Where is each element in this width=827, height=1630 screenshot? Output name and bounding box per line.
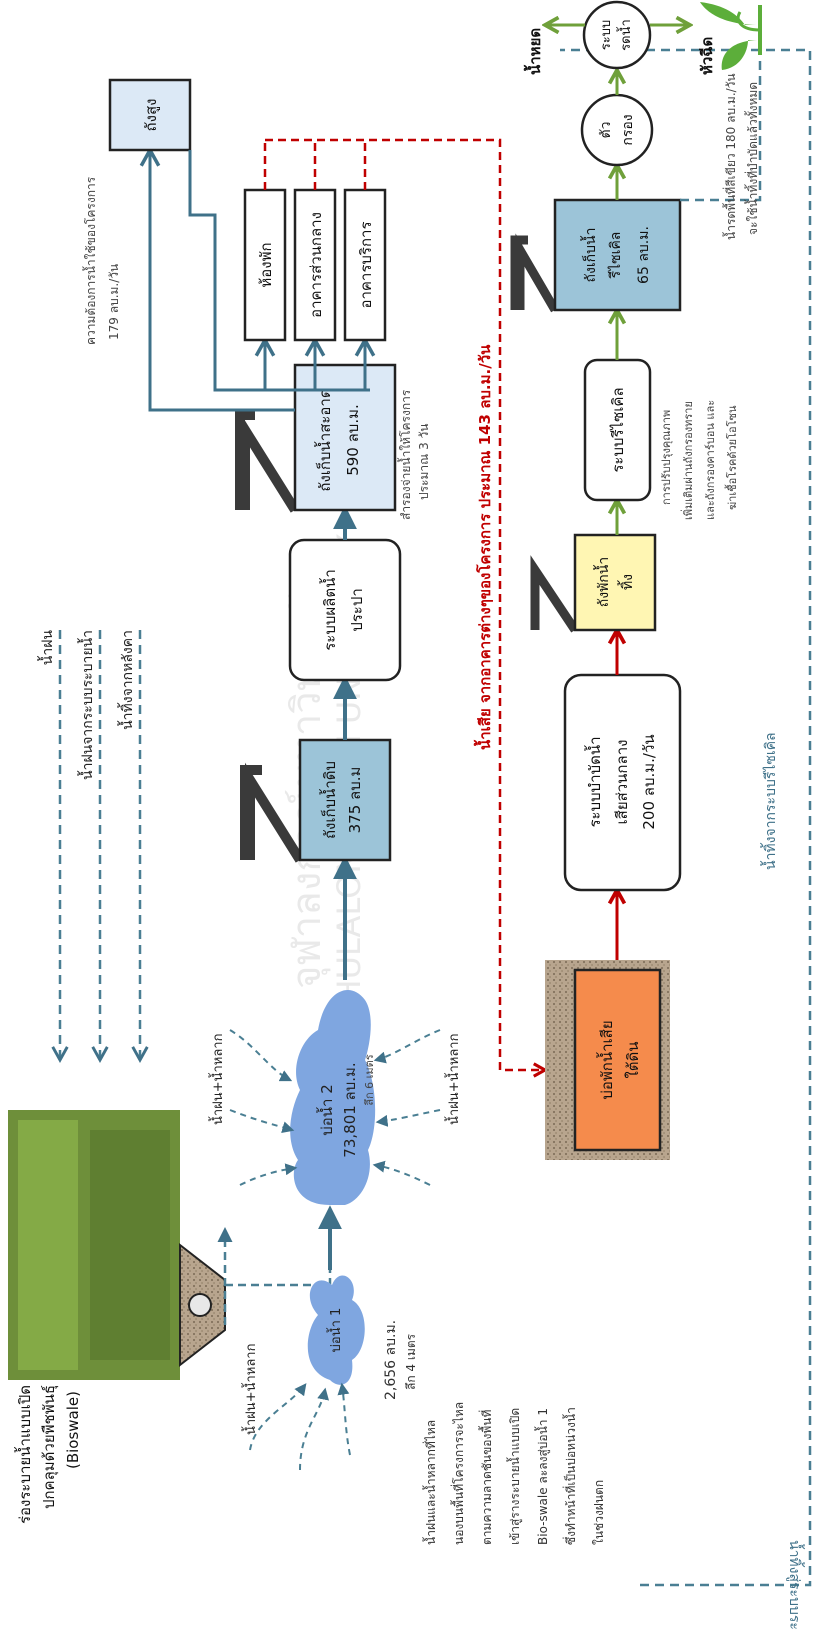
treatment-line3: 200 ลบ.ม./วัน xyxy=(640,734,658,829)
clean-water-tank: ถังเก็บน้ำสะอาด 590 ลบ.ม. สำรองจ่ายน้ำให… xyxy=(235,363,431,520)
overflow-bottom-label: น้ำทิ้งสู่ระบบระบายน้ำ xyxy=(786,1540,805,1630)
clean-tank-roof xyxy=(240,412,300,513)
pond1-runoff-label: น้ำฝน+น้ำหลาก xyxy=(241,1344,259,1435)
bioswale-to-pond2 xyxy=(225,1207,338,1287)
svg-text:เข้าสู่รางระบายน้ำแบบเปิด: เข้าสู่รางระบายน้ำแบบเปิด xyxy=(506,1408,523,1545)
svg-text:น้ำฝนและน้ำหลากที่ไหล: น้ำฝนและน้ำหลากที่ไหล xyxy=(422,1420,438,1545)
svg-text:ตามความลาดชันของพื้นที่: ตามความลาดชันของพื้นที่ xyxy=(478,1410,494,1545)
input-rain-drain-label: น้ำฝนจากระบบระบายน้ำ xyxy=(77,630,96,780)
filter-line2: กรอง xyxy=(620,114,636,145)
green-note-line2: จะใช้น้ำทิ้งที่บำบัดแล้วทั้งหมด xyxy=(744,82,760,235)
recycle-tank-line1: ถังเก็บน้ำ xyxy=(580,228,599,283)
recycle-note: การปรับปรุงคุณภาพ เพิ่มเติมผ่านถังกรองทร… xyxy=(660,400,739,520)
pit-line2: ใต้ดิน xyxy=(624,1041,642,1078)
svg-text:และถังกรองคาร์บอน และ: และถังกรองคาร์บอน และ xyxy=(704,400,717,520)
pond1-shape xyxy=(307,1275,365,1385)
pond1: บ่อน้ำ 1 2,656 ลบ.ม. ลึก 4 เมตร น้ำฝนและ… xyxy=(241,1275,606,1545)
bioswale-title-line2: ปกคลุมด้วยพืชพันธุ์ xyxy=(40,1385,59,1509)
building-service-label: อาคารบริการ xyxy=(357,221,375,308)
pipe-icon xyxy=(188,1293,212,1317)
raw-water-tank: ถังเก็บน้ำดิบ 375 ลบ.ม xyxy=(240,738,392,863)
raw-tank-name: ถังเก็บน้ำดิบ xyxy=(319,761,339,839)
treatment-line2: เสียส่วนกลาง xyxy=(613,740,631,825)
building-central-label: อาคารส่วนกลาง xyxy=(307,212,325,318)
clean-tank-note1: สำรองจ่ายน้ำให้โครงการ xyxy=(397,389,413,520)
underground-pit: บ่อพักน้ำเสีย ใต้ดิน xyxy=(545,960,670,1160)
pond1-volume: 2,656 ลบ.ม. xyxy=(383,1320,399,1400)
svg-text:ในช่วงฝนตก: ในช่วงฝนตก xyxy=(592,1480,606,1545)
bioswale: ร่องระบายน้ำแบบเปิด ปกคลุมด้วยพืชพันธุ์ … xyxy=(8,1110,226,1524)
demand-line2: 179 ลบ.ม./วัน xyxy=(107,264,121,340)
plant-icon xyxy=(700,2,762,70)
effluent-line1: ถังพักน้ำ xyxy=(593,557,612,607)
effluent-roof xyxy=(530,555,579,633)
pond2-depth: ลึก 6 เมตร xyxy=(363,1054,376,1106)
elevated-tank-label: ถังสูง xyxy=(142,99,160,132)
pond2-name: บ่อน้ำ 2 xyxy=(316,1084,336,1136)
bioswale-title-line3: (Bioswale) xyxy=(64,1391,82,1469)
pit-line1: บ่อพักน้ำเสีย xyxy=(596,1020,616,1099)
clean-tank-name: ถังเก็บน้ำสะอาด xyxy=(314,388,334,491)
bioswale-title-line1: ร่องระบายน้ำแบบเปิด xyxy=(14,1385,34,1524)
drain-loop-line xyxy=(560,48,812,1587)
watering-line1: ระบบ xyxy=(599,20,614,50)
water-plant-line2: ประปา xyxy=(348,588,366,632)
pond2-volume: 73,801 ลบ.ม. xyxy=(341,1062,359,1157)
water-plant: ระบบผลิตน้ำ ประปา xyxy=(288,538,402,682)
clean-to-elevated xyxy=(150,150,295,412)
green-note-line1: น้ำรดพื้นที่สีเขียว 180 ลบ.ม./วัน xyxy=(722,73,738,240)
treatment-system: ระบบบำบัดน้ำ เสียส่วนกลาง 200 ลบ.ม./วัน xyxy=(563,673,682,892)
effluent-tank: ถังพักน้ำ ทิ้ง xyxy=(530,533,657,633)
pond2-runoff-bottom: น้ำฝน+น้ำหลาก xyxy=(444,1034,462,1125)
input-rain-label: น้ำฝน xyxy=(37,630,56,666)
buildings: ห้องพัก อาคารส่วนกลาง อาคารบริการ xyxy=(243,188,387,342)
recycle-tank: ถังเก็บน้ำ รีไซเคิล 65 ลบ.ม. xyxy=(510,198,682,313)
pond2-runoff-top: น้ำฝน+น้ำหลาก xyxy=(208,1034,226,1125)
recycle-tank-roof xyxy=(515,233,559,313)
treatment-line1: ระบบบำบัดน้ำ xyxy=(584,736,604,827)
recycle-overflow-line xyxy=(680,50,762,202)
raw-tank-volume: 375 ลบ.ม xyxy=(346,767,364,834)
overflow-recycle-label: น้ำทิ้งจากระบบรีไซเคิล xyxy=(760,732,779,870)
recycle-label: ระบบรีไซเคิล xyxy=(609,387,627,472)
output-spray: หัวฉีด xyxy=(698,37,716,75)
watering-line2: รดน้ำ xyxy=(616,19,634,51)
water-plant-line1: ระบบผลิตน้ำ xyxy=(319,569,339,651)
wastewater-label: น้ำเสีย จากอาคารต่างๆของโครงการ ประมาณ 1… xyxy=(473,344,494,750)
pond2: บ่อน้ำ 2 73,801 ลบ.ม. ลึก 6 เมตร น้ำฝน+น… xyxy=(208,990,462,1205)
demand-line1: ความต้องการน้ำใช้ของโครงการ xyxy=(82,176,98,345)
svg-text:เพิ่มเติมผ่านถังกรองทราย: เพิ่มเติมผ่านถังกรองทราย xyxy=(680,401,695,520)
supply-main xyxy=(188,150,370,392)
filter-line1: ตัว xyxy=(598,122,614,139)
pond1-note: น้ำฝนและน้ำหลากที่ไหล นองบนพื้นที่โครงกา… xyxy=(422,1402,606,1545)
svg-text:Bio-swale ละลงสู่บ่อน้ำ 1: Bio-swale ละลงสู่บ่อน้ำ 1 xyxy=(534,1408,551,1545)
watering-system: ระบบ รดน้ำ xyxy=(582,0,652,70)
svg-text:นองบนพื้นที่โครงการจะไหล: นองบนพื้นที่โครงการจะไหล xyxy=(450,1402,466,1545)
svg-text:ซึ่งทำหน้าที่เป็นบ่อหน่วงน้ำ: ซึ่งทำหน้าที่เป็นบ่อหน่วงน้ำ xyxy=(562,1407,578,1545)
svg-text:การปรับปรุงคุณภาพ: การปรับปรุงคุณภาพ xyxy=(660,410,673,505)
effluent-line2: ทิ้ง xyxy=(617,574,636,590)
filter: ตัว กรอง xyxy=(580,93,654,167)
pond2-shape xyxy=(290,990,376,1205)
clean-tank-note2: ประมาณ 3 วัน xyxy=(417,424,431,501)
recycle-tank-line2: รีไซเคิล xyxy=(607,232,624,279)
svg-text:ฆ่าเชื้อโรคด้วยโอโซน: ฆ่าเชื้อโรคด้วยโอโซน xyxy=(724,405,739,510)
building-dorm-label: ห้องพัก xyxy=(257,242,275,287)
recycle-system: ระบบรีไซเคิล การปรับปรุงคุณภาพ เพิ่มเติม… xyxy=(583,358,739,520)
pond1-name: บ่อน้ำ 1 xyxy=(326,1308,344,1353)
clean-tank-volume: 590 ลบ.ม. xyxy=(344,404,362,476)
recycle-tank-line3: 65 ลบ.ม. xyxy=(636,226,652,284)
output-drip: น้ำหยด xyxy=(523,28,544,75)
input-roof-label: น้ำทิ้งจากหลังคา xyxy=(117,630,136,730)
pond1-depth: ลึก 4 เมตร xyxy=(404,1333,418,1390)
elevated-tank: ถังสูง xyxy=(108,78,192,152)
input-flows: น้ำฝน น้ำฝนจากระบบระบายน้ำ น้ำทิ้งจากหลั… xyxy=(37,630,140,1060)
